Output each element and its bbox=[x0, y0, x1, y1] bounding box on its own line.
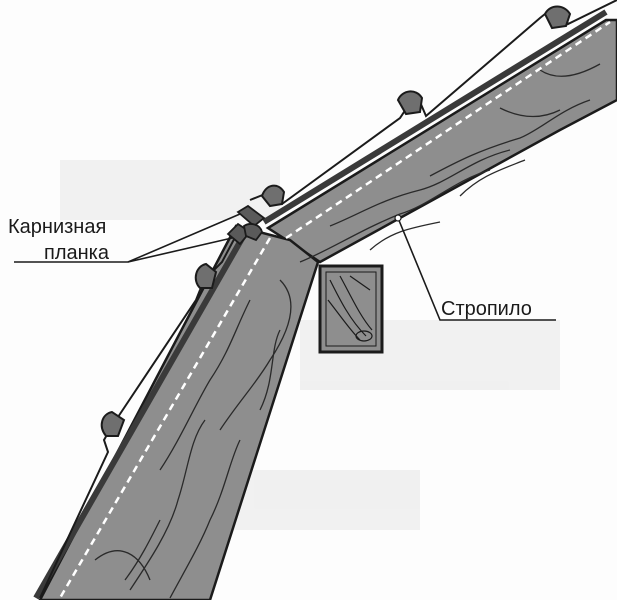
cornice-strip bbox=[226, 204, 266, 246]
roof-sheet-upper bbox=[262, 9, 608, 225]
upper-rafter-body bbox=[265, 18, 617, 264]
lower-rafter-body bbox=[38, 224, 320, 600]
seam-clips-upper bbox=[260, 5, 572, 208]
roof-sheet-lower bbox=[33, 226, 251, 600]
cornice-strip-label-line1: Карнизная bbox=[8, 216, 107, 238]
lower-nail-line bbox=[58, 237, 272, 599]
seam-clips-lower bbox=[100, 262, 218, 437]
rafter-label: Стропило bbox=[441, 298, 532, 320]
rafter-cross-section bbox=[318, 264, 384, 354]
cornice-leader-2 bbox=[127, 237, 233, 263]
rafter-leader bbox=[397, 217, 556, 321]
wood-grain bbox=[94, 63, 601, 599]
cornice-strip-label-line2: планка bbox=[44, 242, 109, 264]
upper-nail-line bbox=[285, 20, 611, 240]
rafter-leader-dot bbox=[394, 214, 402, 222]
leader-lines bbox=[14, 213, 556, 321]
